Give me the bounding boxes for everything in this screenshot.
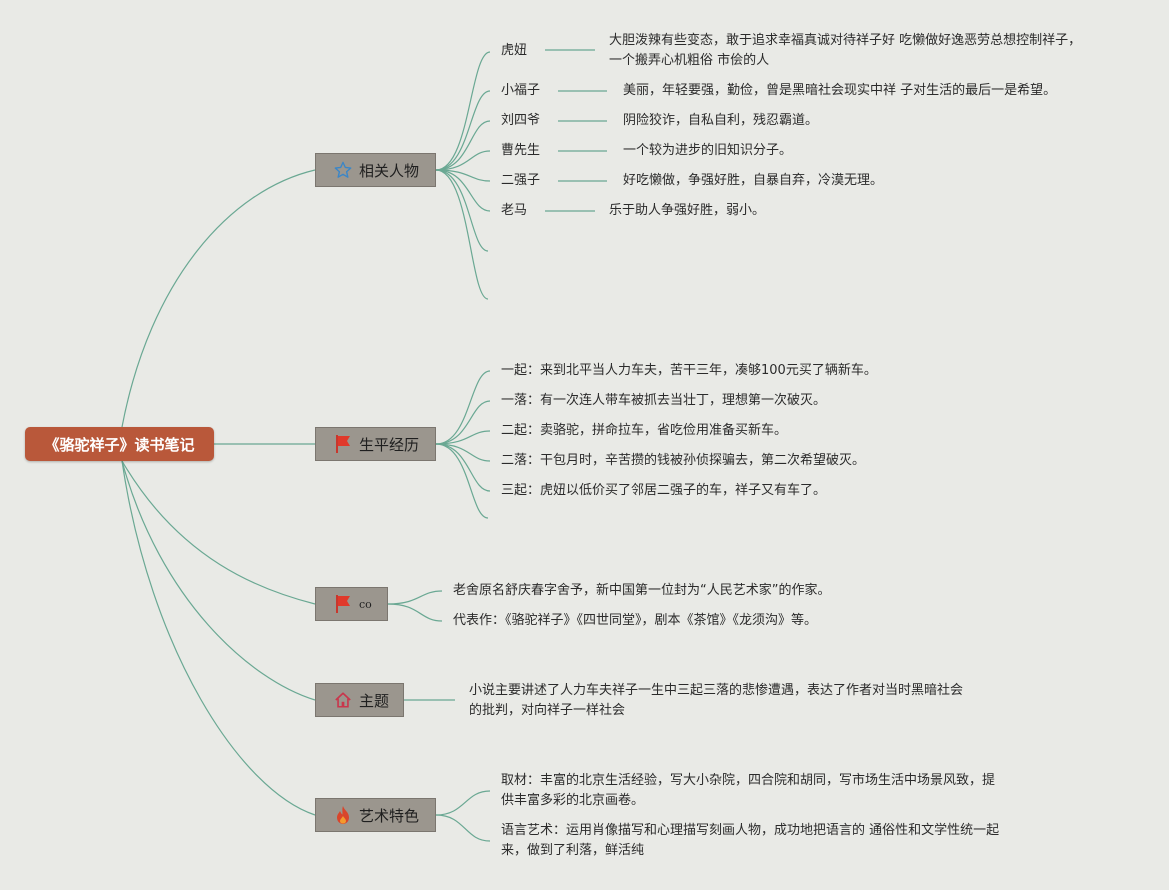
art-feature: 语言艺术：运用肖像描写和心理描写刻画人物，成功地把语言的 通俗性和文学性统一起来…	[501, 823, 1000, 858]
character-name: 二强子	[501, 173, 541, 188]
life-event: 三起：虎妞以低价买了邻居二强子的车，祥子又有车了。	[501, 483, 827, 498]
branch-theme[interactable]: 主题	[315, 683, 404, 717]
root-label: 《骆驼祥子》读书笔记	[44, 435, 195, 454]
character-name: 虎妞	[501, 43, 528, 58]
life-event: 二落：干包月时，辛苦攒的钱被孙侦探骗去，第二次希望破灭。	[501, 453, 866, 468]
theme-text: 小说主要讲述了人力车夫祥子一生中三起三落的悲惨遭遇，表达了作者对当时黑暗社会的批…	[469, 683, 964, 718]
life-event: 二起：卖骆驼，拼命拉车，省吃俭用准备买新车。	[501, 423, 788, 438]
life-event: 一起：来到北平当人力车夫，苦干三年，凑够100元买了辆新车。	[501, 363, 877, 378]
flag-icon	[333, 434, 353, 454]
character-desc: 好吃懒做，争强好胜，自暴自弃，冷漠无理。	[623, 173, 884, 188]
life-event: 一落：有一次连人带车被抓去当壮丁，理想第一次破灭。	[501, 393, 827, 408]
branch-author[interactable]: co	[315, 587, 388, 621]
character-desc: 大胆泼辣有些变态，敢于追求幸福真诚对待祥子好 吃懒做好逸恶劳总想控制祥子，一个搬…	[609, 33, 1082, 68]
character-desc: 一个较为进步的旧知识分子。	[623, 143, 793, 158]
mindmap-root[interactable]: 《骆驼祥子》读书笔记	[25, 427, 214, 461]
star-icon	[333, 160, 353, 180]
fire-icon	[333, 805, 353, 825]
author-info: 代表作：《骆驼祥子》《四世同堂》，剧本《茶馆》《龙须沟》等。	[453, 613, 818, 628]
branch-art[interactable]: 艺术特色	[315, 798, 436, 832]
character-name: 刘四爷	[501, 113, 541, 128]
author-info: 老舍原名舒庆春字舍予，新中国第一位封为“人民艺术家”的作家。	[453, 583, 831, 598]
branch-label: 主题	[359, 691, 390, 710]
branch-life[interactable]: 生平经历	[315, 427, 436, 461]
branch-label: 生平经历	[359, 435, 420, 454]
house-icon	[333, 690, 353, 710]
branch-characters[interactable]: 相关人物	[315, 153, 436, 187]
character-name: 老马	[501, 203, 528, 218]
character-name: 曹先生	[501, 143, 541, 158]
branch-label: co	[359, 597, 372, 611]
character-name: 小福子	[501, 83, 541, 98]
flag-icon	[333, 594, 353, 614]
character-desc: 美丽，年轻要强，勤俭，曾是黑暗社会现实中祥 子对生活的最后一是希望。	[623, 83, 1057, 98]
art-feature: 取材：丰富的北京生活经验，写大小杂院，四合院和胡同，写市场生活中场景风致，提供丰…	[501, 773, 996, 808]
branch-label: 相关人物	[359, 161, 420, 180]
character-desc: 阴险狡诈，自私自利，残忍霸道。	[623, 113, 819, 128]
character-desc: 乐于助人争强好胜，弱小。	[609, 203, 766, 218]
branch-label: 艺术特色	[359, 806, 420, 825]
